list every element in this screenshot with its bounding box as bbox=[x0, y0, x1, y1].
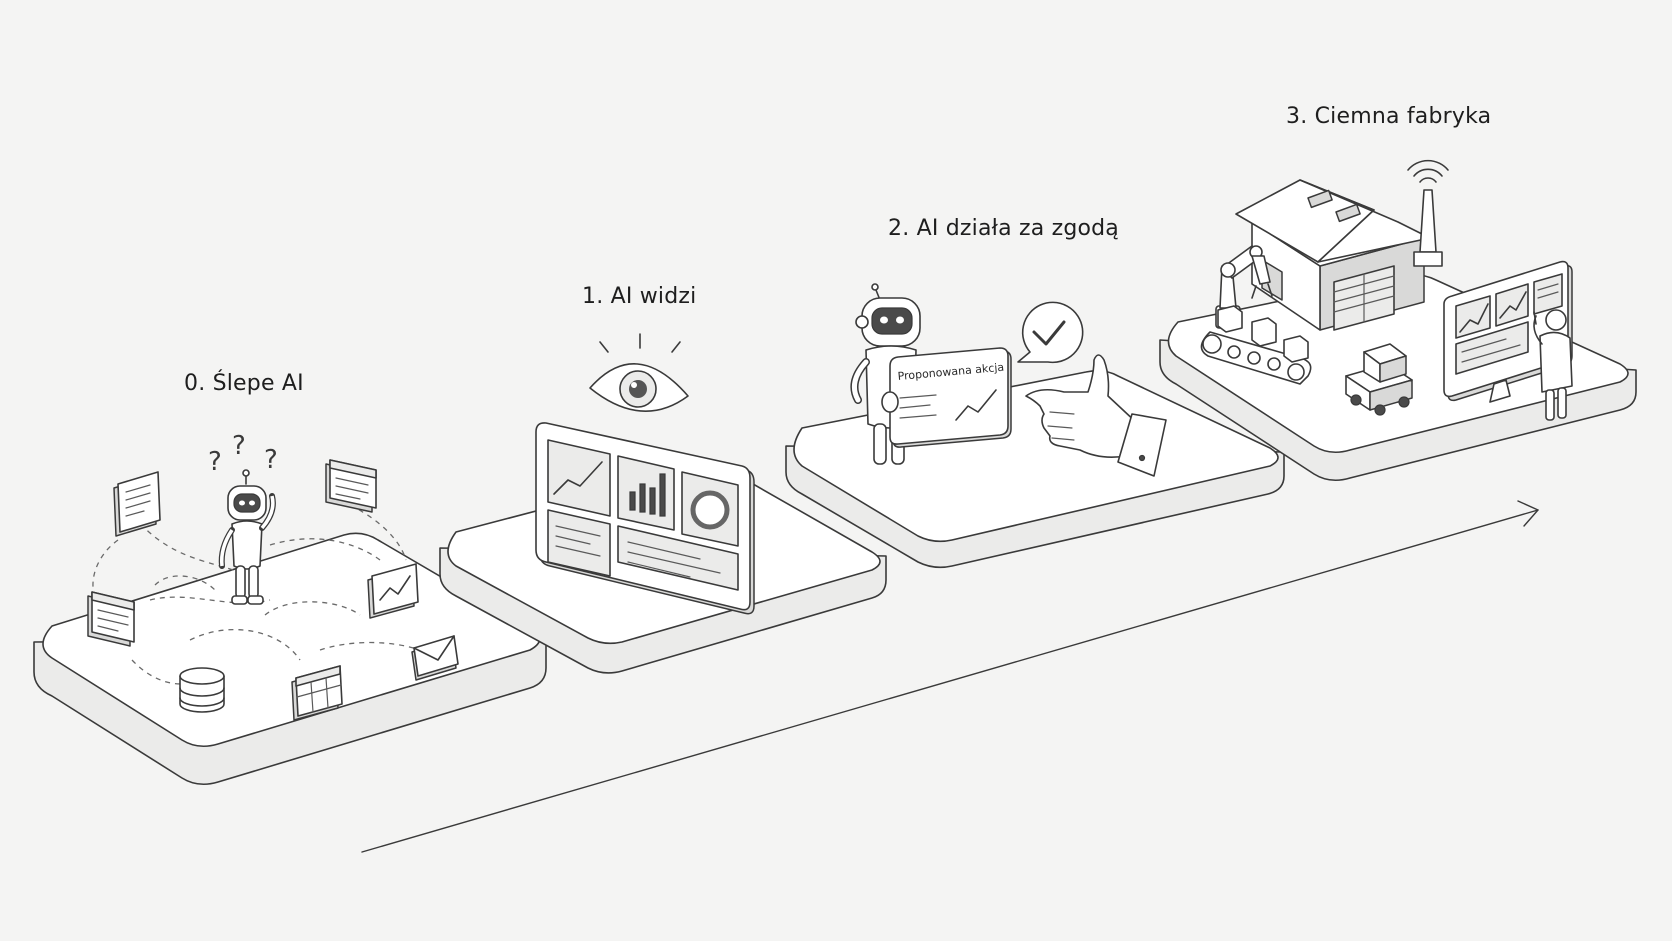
chart-window-icon bbox=[367, 563, 419, 619]
question-mark-icon: ? bbox=[264, 445, 278, 475]
antenna-icon bbox=[1407, 159, 1449, 267]
robot-arm-icon bbox=[1215, 245, 1273, 329]
progress-arrow bbox=[361, 500, 1539, 853]
mail-icon bbox=[411, 635, 459, 681]
conveyor-icon bbox=[1200, 305, 1312, 385]
checkmark-bubble-icon bbox=[1017, 301, 1084, 364]
browser-window-icon bbox=[325, 459, 377, 513]
question-mark-icon: ? bbox=[208, 447, 222, 477]
spreadsheet-icon bbox=[291, 665, 343, 721]
stage-label-1: 1. AI widzi bbox=[582, 284, 697, 309]
agv-cart-icon bbox=[1345, 343, 1413, 416]
stage-label-0: 0. Ślepe AI bbox=[184, 371, 304, 396]
proposed-action-panel: Proponowana akcja bbox=[881, 347, 1012, 448]
document-icon bbox=[113, 471, 161, 537]
factory-icon bbox=[1235, 179, 1431, 331]
database-icon bbox=[179, 667, 225, 713]
stage-label-2: 2. AI działa za zgodą bbox=[888, 216, 1119, 241]
worker-icon bbox=[1533, 309, 1573, 421]
eye-icon bbox=[589, 333, 689, 413]
question-mark-icon: ? bbox=[232, 431, 246, 461]
dashboard-icon bbox=[535, 422, 755, 615]
browser-window-icon bbox=[87, 591, 135, 647]
robot-confused bbox=[218, 469, 276, 605]
hand-icon bbox=[1025, 354, 1167, 477]
stage-label-3: 3. Ciemna fabryka bbox=[1286, 104, 1492, 129]
